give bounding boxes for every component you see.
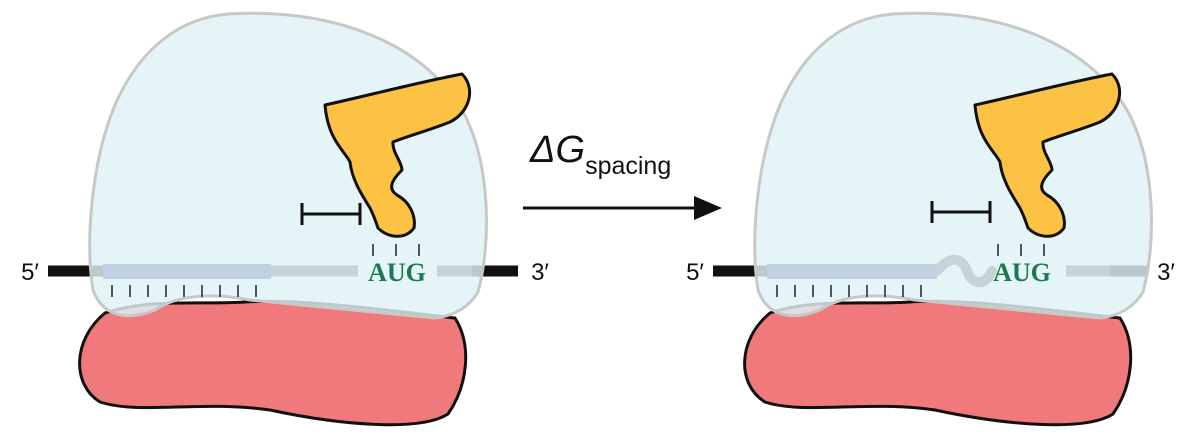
spacing-distance-marker (930, 201, 992, 223)
delta-g-subscript: spacing (585, 152, 671, 180)
codon-anticodon-pairs (997, 244, 1045, 256)
codon-anticodon-pairs (372, 244, 420, 256)
reaction-arrow: ΔGspacing (523, 129, 722, 220)
small-subunit (88, 11, 488, 320)
small-subunit (753, 11, 1153, 320)
initiator-trna (973, 72, 1122, 238)
start-codon-label: AUG (368, 258, 426, 287)
three-prime-label: 3′ (531, 259, 549, 286)
spacing-distance-marker (300, 203, 362, 225)
delta-g-symbol: ΔG (529, 129, 585, 171)
large-subunit (743, 299, 1133, 427)
five-prime-label: 5′ (686, 259, 704, 286)
anti-sd-base-pairs (111, 285, 257, 297)
panel-before: AUG 5′ 3′ (21, 11, 549, 427)
arrow-head (694, 196, 722, 220)
delta-g-label: ΔGspacing (529, 129, 671, 180)
five-prime-label: 5′ (21, 259, 39, 286)
start-codon-label: AUG (993, 258, 1051, 287)
panel-after: AUG 5′ 3′ (686, 11, 1175, 427)
initiator-trna (323, 72, 472, 238)
large-subunit (78, 299, 468, 427)
anti-sd-base-pairs (776, 285, 922, 297)
three-prime-label: 3′ (1157, 259, 1175, 286)
